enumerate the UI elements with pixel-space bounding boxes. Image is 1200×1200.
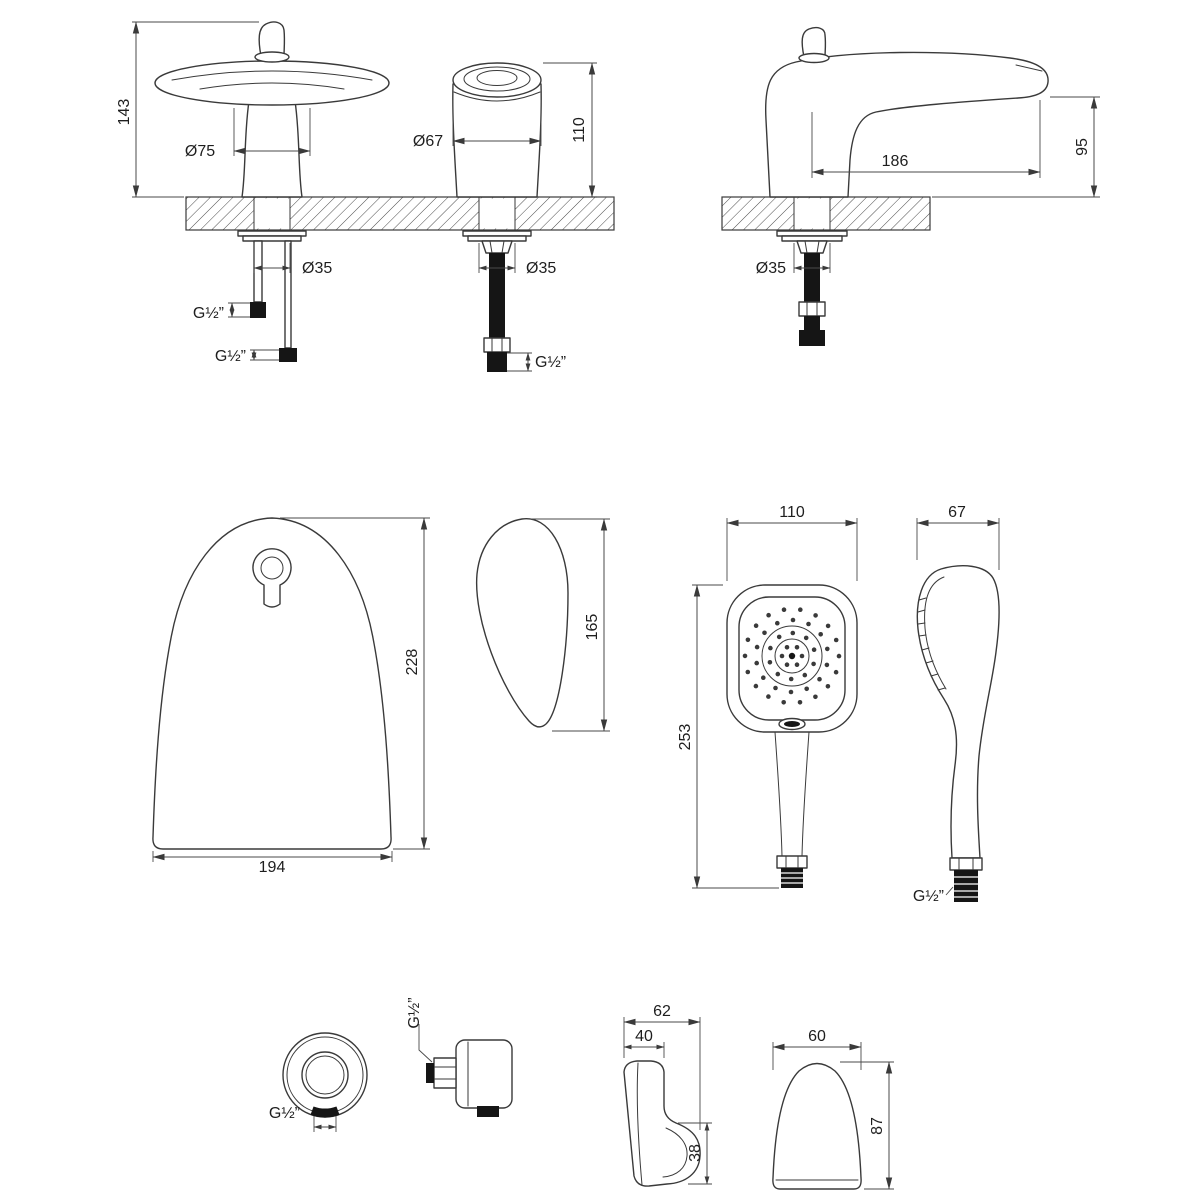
dim-67: Ø67 — [413, 100, 542, 150]
stud-nut — [279, 348, 297, 362]
cover-dome — [152, 517, 392, 850]
dim-label-shower-depth: 67 — [948, 504, 966, 521]
view-wall-outlet-front: G½” — [269, 1032, 368, 1132]
flange-side — [776, 230, 848, 237]
spout-handle-knob-side — [801, 26, 827, 58]
dim-35-spout: Ø35 — [253, 243, 332, 277]
dim-label-spout-hole: Ø35 — [302, 260, 332, 277]
dim-label-holder-front-width: 60 — [808, 1028, 826, 1045]
dim-110-shower: 110 — [726, 504, 858, 581]
mounting-deck-hatch — [185, 196, 615, 231]
dim-label-cover-width: 194 — [259, 859, 286, 876]
spray-face-ribs — [917, 597, 946, 691]
cover-profile — [475, 518, 569, 728]
holder-profile — [623, 1060, 701, 1187]
valve-top — [452, 62, 542, 98]
outlet-body-side — [455, 1039, 513, 1109]
dim-87: 87 — [840, 1061, 894, 1190]
view-faucet-side: Ø35 186 95 — [721, 26, 1100, 346]
dim-label-cover-height: 228 — [404, 649, 421, 676]
dim-label-reach: 186 — [882, 153, 909, 170]
dim-143: 143 — [116, 21, 259, 198]
view-handshower-front: 110 253 — [677, 504, 858, 889]
hose-end-cap — [799, 330, 825, 346]
view-faucet-front: 143 Ø75 Ø67 110 Ø35 — [116, 21, 615, 372]
view-wall-outlet-side: G½” — [406, 997, 513, 1117]
hose-side — [804, 253, 820, 302]
dim-label-valve-hole: Ø35 — [526, 260, 556, 277]
dim-g12-valve: G½” — [507, 352, 566, 372]
dim-186: 186 — [811, 100, 1041, 178]
dim-label-shower-width: 110 — [779, 504, 805, 521]
dim-62: 62 — [623, 1003, 701, 1130]
dim-g12-outlet-front: G½” — [269, 1105, 337, 1132]
dim-label-outlet-thread-side: G½” — [406, 997, 423, 1028]
dim-label-cover-depth: 165 — [584, 614, 601, 641]
valve-hose — [489, 253, 505, 338]
view-holder-front: 60 87 — [772, 1028, 894, 1190]
spout-supply-rod — [253, 240, 263, 303]
dim-40: 40 — [623, 1028, 665, 1058]
dim-60: 60 — [772, 1028, 862, 1070]
view-handshower-side: 67 G½” — [913, 504, 1000, 905]
dim-label-valve-thread: G½” — [535, 354, 566, 371]
shower-handle — [774, 731, 783, 857]
dim-label-hole-side: Ø35 — [756, 260, 786, 277]
dim-g12-stud: G½” — [215, 348, 279, 365]
dim-label-outlet-thread-front: G½” — [269, 1105, 300, 1122]
dim-75: Ø75 — [185, 108, 311, 160]
dim-194: 194 — [152, 851, 393, 876]
dim-label-holder-body-width: 40 — [635, 1028, 653, 1045]
dim-label-valve-height: 110 — [571, 117, 588, 143]
dim-label-hose-thread: G½” — [193, 305, 224, 322]
outlet-nipple-side — [477, 1106, 499, 1117]
dim-label-holder-width: 62 — [653, 1003, 671, 1020]
dim-38: 38 — [678, 1122, 712, 1185]
view-cover-front: 228 194 — [152, 517, 430, 876]
view-holder-side: 62 40 38 — [623, 1003, 712, 1187]
dim-g12-hose: G½” — [193, 302, 250, 322]
spray-nozzles — [742, 607, 842, 705]
dim-label-stud-thread: G½” — [215, 348, 246, 365]
dim-253: 253 — [677, 584, 779, 889]
dim-label-shower-thread: G½” — [913, 888, 944, 905]
valve-thread-end — [487, 352, 507, 372]
view-cover-side: 165 — [475, 518, 610, 732]
spout-stem — [241, 100, 303, 198]
dim-label-hook-height: 38 — [687, 1144, 704, 1162]
dim-165: 165 — [530, 518, 610, 732]
dim-110-valve: 110 — [543, 62, 614, 198]
spout-flange — [237, 230, 307, 237]
holder-dome — [772, 1062, 862, 1190]
dim-label-spout-height: 95 — [1074, 138, 1091, 156]
spout-profile — [764, 51, 1049, 198]
outlet-inlet-hex — [433, 1057, 457, 1089]
dim-label-valve-dia: Ø67 — [413, 133, 443, 150]
dim-label-spout-dia: Ø75 — [185, 143, 215, 160]
spout-thread-end — [250, 302, 266, 318]
dim-67: 67 — [916, 504, 1000, 570]
dim-228: 228 — [280, 517, 430, 850]
outlet-nipple-front — [310, 1106, 340, 1118]
spout-handle-knob — [258, 21, 286, 57]
shower-profile — [916, 565, 1000, 859]
dim-95: 95 — [932, 96, 1100, 198]
dim-label-shower-length: 253 — [677, 724, 694, 751]
dim-g12-shower: G½” — [913, 886, 954, 905]
dim-label-holder-height: 87 — [869, 1117, 886, 1135]
valve-flange — [462, 230, 532, 237]
dim-35-valve: Ø35 — [478, 243, 556, 277]
dim-label-total-height: 143 — [116, 99, 133, 126]
dim-35-side: Ø35 — [756, 243, 831, 277]
